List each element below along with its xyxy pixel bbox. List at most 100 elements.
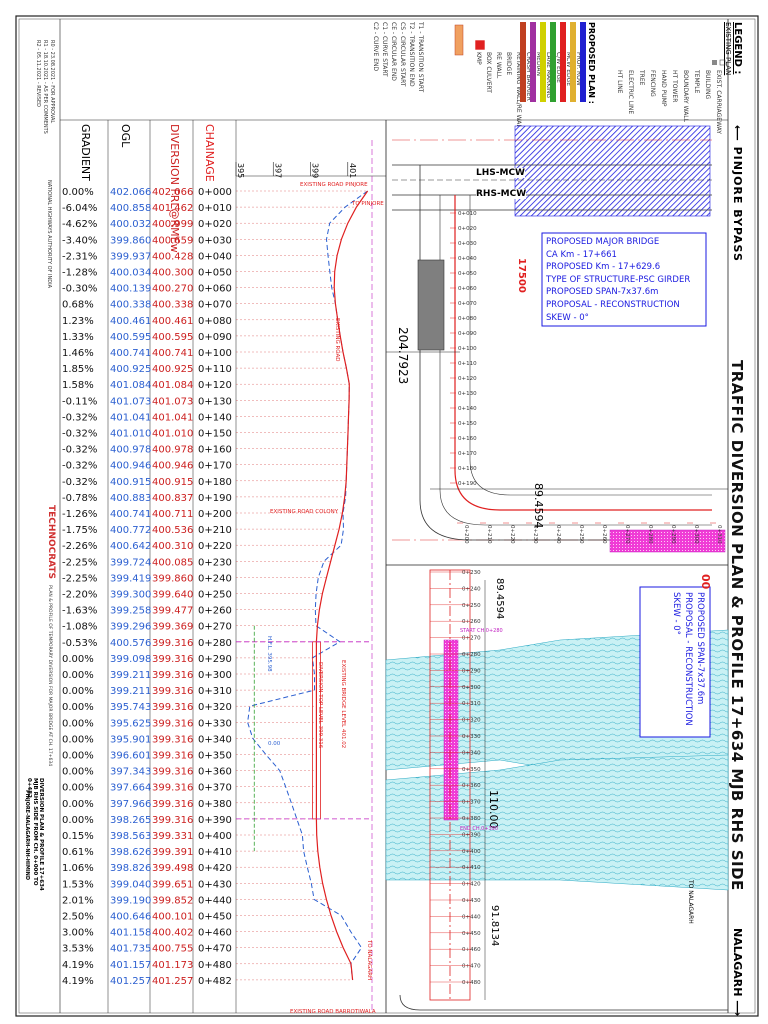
chainage-cell: 0+380 xyxy=(198,799,232,810)
chainage-cell: 0+070 xyxy=(198,300,232,311)
chainage-cell: 0+280 xyxy=(198,638,232,649)
frl-cell: 400.915 xyxy=(152,477,193,488)
frl-cell: 401.073 xyxy=(152,396,193,407)
tb-consultant: TECHNOCRATS xyxy=(46,505,56,580)
gradient-cell: 2.01% xyxy=(62,895,94,906)
row-label-frl: DIVERSION FRL@RMEw xyxy=(168,124,181,253)
chainage-cell: 0+050 xyxy=(198,268,232,279)
frl-cell: 399.316 xyxy=(152,670,193,681)
gradient-cell: 0.00% xyxy=(62,734,94,745)
ogl-cell: 399.860 xyxy=(110,235,151,246)
legend-temple-swatch xyxy=(712,60,717,65)
ogl-cell: 398.563 xyxy=(110,831,151,842)
plan-chainage: 0+020 xyxy=(458,226,477,232)
plan-lower-chainage: 0+280 xyxy=(462,652,481,658)
gradient-cell: -1.75% xyxy=(62,525,97,536)
plan-lower-chainage: 0+430 xyxy=(462,898,481,904)
plan-lower-chainage: 0+460 xyxy=(462,947,481,953)
plan-chainage: 0+160 xyxy=(458,436,477,442)
plan-chainage: 0+110 xyxy=(458,361,477,367)
ogl-cell: 400.946 xyxy=(110,461,151,472)
frl-cell: 399.369 xyxy=(152,622,193,633)
chainage-cell: 0+170 xyxy=(198,461,232,472)
plan-chainage: 0+250 xyxy=(578,525,584,544)
frl-cell: 400.946 xyxy=(152,461,193,472)
diversion-outer-edge xyxy=(419,165,712,541)
gradient-cell: -1.26% xyxy=(62,509,97,520)
frl-cell: 399.860 xyxy=(152,573,193,584)
frl-cell: 399.331 xyxy=(152,831,193,842)
dim-204: 204.7923 xyxy=(396,327,410,385)
ogl-profile-line xyxy=(247,190,368,980)
tb-rev-1: R1 - 18.10.2021 - AS PER COMMENTS xyxy=(42,40,48,134)
chainage-cell: 0+060 xyxy=(198,284,232,295)
gradient-cell: 0.00% xyxy=(62,654,94,665)
gradient-cell: 0.00% xyxy=(62,815,94,826)
gradient-cell: 0.15% xyxy=(62,831,94,842)
gradient-cell: 1.58% xyxy=(62,380,94,391)
plan-lower-chainage: 0+260 xyxy=(462,619,481,625)
ogl-cell: 399.211 xyxy=(110,686,151,697)
plan-chainage: 0+190 xyxy=(458,481,477,487)
plan-lower-chainage: 0+230 xyxy=(462,570,481,576)
plan-chainage-labels: 0+0100+0200+0300+0400+0500+0600+0700+080… xyxy=(450,211,722,544)
chainage-cell: 0+482 xyxy=(198,976,232,987)
dim-89-upper: 89.4594 xyxy=(532,483,545,529)
diversion-centerline xyxy=(454,195,712,511)
plan-chainage: 0+280 xyxy=(647,525,653,544)
plan-lower-chainage: 0+350 xyxy=(462,767,481,773)
frl-cell: 400.999 xyxy=(152,219,193,230)
chainage-cell: 0+390 xyxy=(198,815,232,826)
frl-cell: 401.173 xyxy=(152,960,193,971)
chainage-cell: 0+230 xyxy=(198,557,232,568)
gradient-cell: -1.28% xyxy=(62,268,97,279)
rhs-mcw-label: RHS-MCW xyxy=(476,189,527,199)
gradient-cell: -4.62% xyxy=(62,219,97,230)
profile-annotation: EXISTING BRIDGE LEVEL 401.02 xyxy=(340,660,346,748)
gradient-cell: 0.00% xyxy=(62,799,94,810)
gradient-cell: 0.00% xyxy=(62,686,94,697)
chainage-cell: 0+140 xyxy=(198,412,232,423)
chainage-cell: 0+210 xyxy=(198,525,232,536)
ogl-cell: 395.625 xyxy=(110,718,151,729)
chainage-cell: 0+110 xyxy=(198,364,232,375)
ogl-cell: 400.646 xyxy=(110,912,151,923)
legend-wall-swatch xyxy=(520,22,526,102)
gradient-cell: -0.78% xyxy=(62,493,97,504)
ogl-cell: 398.826 xyxy=(110,863,151,874)
existing-bridge-hatch xyxy=(514,125,711,217)
plan-lower-chainage: 0+390 xyxy=(462,832,481,838)
chainage-cell: 0+240 xyxy=(198,573,232,584)
plan-lower-chainage: 0+450 xyxy=(462,931,481,937)
chainage-cell: 0+260 xyxy=(198,606,232,617)
sheet-inner-border xyxy=(18,18,756,1014)
ogl-cell: 399.937 xyxy=(110,251,151,262)
frl-cell: 399.316 xyxy=(152,654,193,665)
ogl-cell: 397.664 xyxy=(110,783,151,794)
tb-client: NATIONAL HIGHWAYS AUTHORITY OF INDIA xyxy=(46,180,52,288)
frl-cell: 400.085 xyxy=(152,557,193,568)
plan-lower-chainage: 0+290 xyxy=(462,668,481,674)
frl-cell: 399.316 xyxy=(152,718,193,729)
frl-cell: 400.101 xyxy=(152,912,193,923)
chainage-cell: 0+370 xyxy=(198,783,232,794)
ogl-cell: 400.883 xyxy=(110,493,151,504)
profile-annotation: EXISTING ROAD PINJORE xyxy=(300,182,368,188)
dim-110: 110.00 xyxy=(487,790,500,829)
chainage-cell: 0+290 xyxy=(198,654,232,665)
gradient-cell: 4.19% xyxy=(62,960,94,971)
row-label-chainage: CHAINAGE xyxy=(203,124,216,182)
chainage-cell: 0+300 xyxy=(198,670,232,681)
bridge-info-text: PROPOSED MAJOR BRIDGE CA Km - 17+661 PRO… xyxy=(546,236,706,324)
gradient-cell: -0.32% xyxy=(62,412,97,423)
ogl-cell: 400.032 xyxy=(110,219,151,230)
frl-cell: 399.651 xyxy=(152,879,193,890)
frl-cell: 399.640 xyxy=(152,590,193,601)
ogl-cell: 400.925 xyxy=(110,364,151,375)
gradient-cell: 0.00% xyxy=(62,783,94,794)
ogl-cell: 401.735 xyxy=(110,944,151,955)
ogl-cell: 400.772 xyxy=(110,525,151,536)
chainage-cell: 0+020 xyxy=(198,219,232,230)
